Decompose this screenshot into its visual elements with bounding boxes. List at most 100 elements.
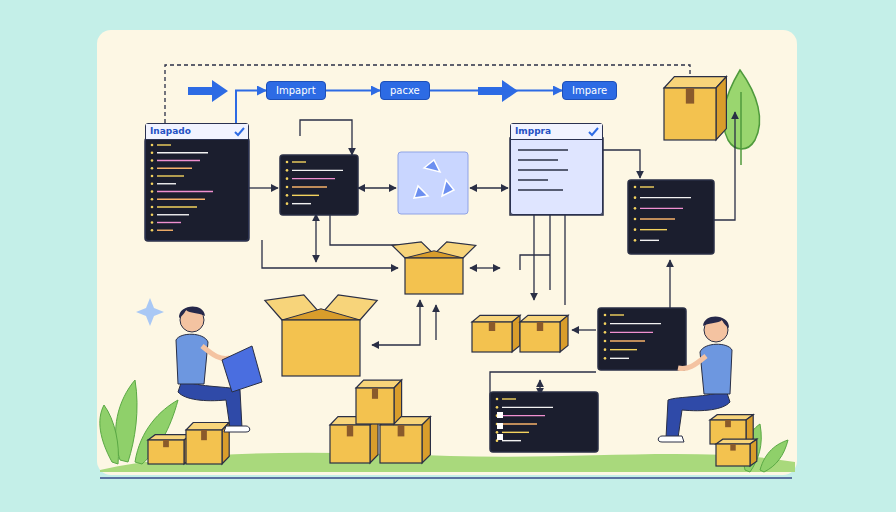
package-inside	[405, 251, 463, 258]
code-line	[502, 415, 545, 416]
person-shoe	[658, 436, 684, 442]
leaf	[116, 380, 137, 462]
package-closed	[664, 77, 726, 140]
code-bullet	[634, 228, 637, 231]
laptop	[222, 346, 262, 392]
code-panel-body	[145, 138, 249, 241]
package-open	[265, 295, 377, 376]
package-side	[394, 380, 402, 424]
code-line	[640, 208, 683, 209]
recycle-arrow	[442, 180, 454, 196]
leaf	[100, 405, 119, 464]
code-bullet	[604, 340, 607, 343]
code-bullet	[634, 186, 637, 189]
step-label: Impare	[562, 81, 617, 100]
package-open	[392, 242, 476, 294]
code-bullet	[151, 198, 154, 201]
doc-line	[518, 189, 563, 191]
code-line	[640, 218, 675, 219]
doc-panel	[510, 138, 603, 215]
check-mark	[589, 128, 598, 135]
package-closed	[148, 435, 191, 464]
package-front	[356, 388, 394, 424]
code-panel	[145, 138, 249, 241]
code-line	[157, 183, 176, 184]
checkbox	[497, 412, 503, 418]
doc-line	[518, 159, 558, 161]
wire	[549, 214, 550, 290]
code-window: Inapado	[145, 123, 249, 241]
code-line	[157, 206, 197, 207]
flow-connector	[236, 91, 266, 124]
code-panel	[628, 180, 714, 254]
doc-line	[518, 169, 568, 171]
code-line	[640, 229, 667, 230]
wire	[669, 260, 670, 308]
code-bullet	[496, 398, 499, 401]
package-side	[422, 417, 430, 463]
code-panel	[490, 392, 598, 452]
package-tape	[201, 430, 207, 440]
code-line	[610, 349, 637, 350]
code-bullet	[604, 357, 607, 360]
code-line	[610, 323, 661, 324]
package-closed	[356, 380, 402, 424]
code-bullet	[151, 167, 154, 170]
person-hair	[179, 306, 205, 318]
code-line	[157, 152, 208, 153]
transform-box-body	[398, 152, 468, 214]
package-tape	[372, 388, 378, 399]
code-line	[610, 332, 653, 333]
recycle-arrow	[414, 186, 428, 198]
wire	[520, 255, 550, 270]
person-hair	[703, 316, 729, 328]
code-line	[640, 197, 691, 198]
code-bullet	[286, 161, 289, 164]
check-icon	[234, 126, 245, 137]
package-closed	[186, 423, 229, 464]
code-bullet	[151, 229, 154, 232]
wire	[564, 214, 565, 305]
package-side	[750, 439, 757, 466]
doc-panel-body	[510, 138, 603, 215]
sparkle	[136, 298, 164, 326]
code-line	[157, 160, 200, 161]
code-line	[292, 195, 319, 196]
code-line	[157, 214, 189, 215]
window-title: Imppra	[515, 126, 551, 136]
package-front	[405, 258, 463, 294]
package-closed	[520, 315, 568, 352]
code-bullet	[286, 186, 289, 189]
code-line	[610, 340, 645, 341]
code-bullet	[151, 221, 154, 224]
package-tape	[398, 425, 405, 436]
wire	[533, 214, 534, 300]
package-tape	[686, 88, 694, 104]
code-panel-body	[490, 392, 598, 452]
wire	[358, 187, 396, 188]
code-bullet	[286, 202, 289, 205]
code-bullet	[634, 218, 637, 221]
code-line	[502, 398, 516, 399]
code-line	[157, 168, 192, 169]
code-line	[610, 358, 629, 359]
code-bullet	[151, 175, 154, 178]
code-bullet	[151, 151, 154, 154]
code-line	[610, 314, 624, 315]
recycle-arrow	[424, 160, 440, 172]
flow-connector	[430, 90, 562, 92]
code-line	[292, 170, 343, 171]
code-line	[292, 186, 327, 187]
checkbox	[497, 434, 503, 440]
package-tape	[537, 322, 543, 331]
wire	[330, 214, 400, 245]
step-text: Impare	[572, 85, 607, 96]
wire	[572, 329, 596, 330]
code-line	[502, 440, 521, 441]
package-side	[560, 315, 568, 352]
package-front	[330, 425, 370, 463]
check-mark	[235, 128, 244, 135]
code-line	[292, 203, 311, 204]
